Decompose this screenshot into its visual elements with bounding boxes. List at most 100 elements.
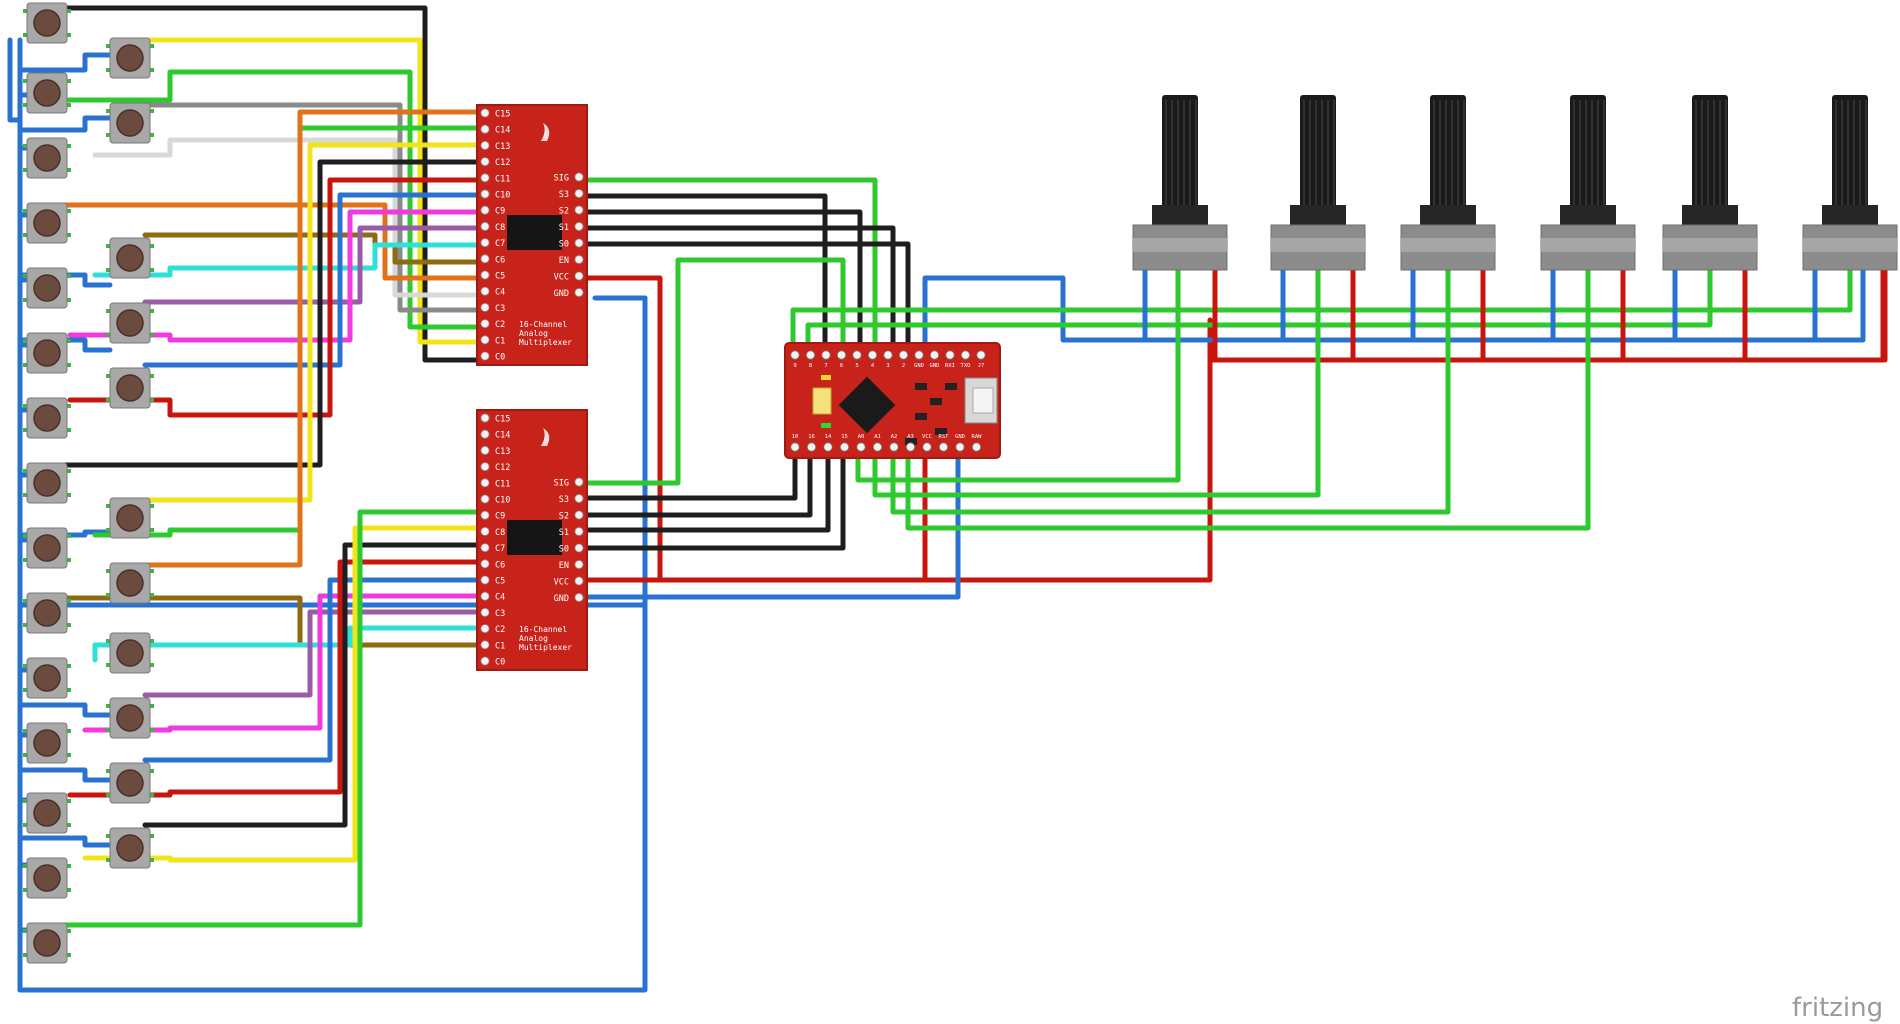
button-cap: [33, 144, 61, 172]
micro-pin-pad: [960, 350, 971, 360]
push-button: [106, 562, 154, 604]
micro-pin-pad: [867, 350, 878, 360]
mux-bottom-c4-wire: [142, 577, 483, 763]
button-pin: [23, 79, 29, 83]
mux-pin-pad: [574, 494, 584, 503]
button-cap: [116, 504, 144, 532]
smd-component: [915, 383, 927, 390]
button-pin: [148, 569, 154, 573]
mux-pin-label: VCC: [554, 273, 569, 283]
sparkfun-flame-icon: [541, 123, 550, 141]
wires: [7, 5, 1888, 993]
mux-pin-label: S2: [559, 512, 569, 522]
mux-pin-label: VCC: [554, 578, 569, 588]
pot-collar: [1822, 205, 1878, 227]
push-button: [23, 137, 71, 179]
button-pin: [65, 664, 71, 668]
button-ground-wire: [17, 702, 113, 718]
mux-pin-label: S1: [559, 223, 569, 233]
button-pin: [148, 793, 154, 797]
push-button: [106, 632, 154, 674]
button-pin: [148, 244, 154, 248]
mux-pin-pad: [574, 222, 584, 231]
push-button: [106, 37, 154, 79]
potentiometer: [1132, 95, 1228, 271]
button-pin: [23, 799, 29, 803]
smd-component: [930, 398, 942, 405]
mux-top-s0-wire: [577, 241, 911, 359]
button-pin: [23, 103, 29, 107]
button-pin: [148, 639, 154, 643]
push-button: [23, 2, 71, 44]
push-button: [106, 497, 154, 539]
mux-pin-pad: [574, 189, 584, 198]
mux-pin-pad: [574, 255, 584, 264]
smd-component: [915, 413, 927, 420]
mux-pin-label: C15: [495, 110, 510, 120]
push-button: [23, 922, 71, 964]
button-cap: [33, 404, 61, 432]
button-cap: [33, 729, 61, 757]
micro-pin-pad: [945, 350, 955, 360]
button-pin: [23, 823, 29, 827]
button-pin: [23, 558, 29, 562]
pot-collar: [1682, 205, 1738, 227]
mux-top-c5-wire: [57, 202, 483, 281]
mux-top-s2-wire: [577, 209, 863, 359]
mux-top-c8-wire: [142, 225, 483, 305]
button-pin: [106, 663, 112, 667]
button-pin: [106, 109, 112, 113]
mux-pin-label: S0: [559, 545, 569, 555]
mux-top-s1-wire: [577, 225, 896, 359]
micro-pin-label: 15: [841, 434, 848, 440]
push-button: [23, 332, 71, 374]
mux-top-c2-wire: [57, 69, 483, 330]
mux-pin-label: C5: [495, 272, 505, 282]
mux-pin-label: C5: [495, 577, 505, 587]
mux-title: Analog: [519, 634, 548, 643]
mux-pin-pad: [480, 478, 490, 488]
mux-chip: [507, 520, 562, 555]
button-pin: [65, 534, 71, 538]
mux-bottom-c6-wire: [142, 542, 483, 828]
mux-bottom-c1-wire: [92, 625, 483, 663]
mux-top-c12-wire: [57, 159, 483, 468]
mux-pin-label: C14: [495, 431, 510, 441]
micro-pin-label: TXO: [961, 363, 971, 369]
button-pin: [23, 534, 29, 538]
micro-pin-pad: [971, 442, 982, 452]
button-pin: [106, 704, 112, 708]
mux-pin-label: S3: [559, 495, 569, 505]
potentiometers: [1132, 95, 1898, 271]
mux-pin-label: EN: [559, 561, 569, 571]
button-pin: [23, 688, 29, 692]
button-pin: [148, 44, 154, 48]
button-pin: [65, 799, 71, 803]
button-pin: [23, 363, 29, 367]
mux-pin-pad: [480, 302, 490, 312]
button-ground-wire: [17, 52, 113, 73]
multiplexer-bottom: C15C14C13C12C11C10C9C8C7C6C5C4C3C2C1C0SI…: [476, 409, 588, 671]
mux-pin-label: C1: [495, 336, 505, 346]
mux-pin-pad: [480, 351, 490, 361]
mux-pin-label: C1: [495, 641, 505, 651]
mux-bottom-c8-wire: [57, 509, 483, 928]
mux-bottom-sig-wire: [577, 257, 846, 486]
button-pin: [65, 729, 71, 733]
button-pin: [65, 469, 71, 473]
mux-pin-label: C14: [495, 126, 510, 136]
push-button: [23, 527, 71, 569]
button-pin: [106, 834, 112, 838]
micro-pin-label: GND: [930, 363, 940, 369]
mux-pin-label: C6: [495, 255, 505, 265]
mux-pin-pad: [480, 640, 490, 650]
mux-pin-label: C11: [495, 479, 510, 489]
button-pin: [65, 363, 71, 367]
mux-pin-label: C13: [495, 447, 510, 457]
mux-pin-pad: [480, 429, 490, 439]
button-pin: [106, 374, 112, 378]
mux-bottom-c0-wire: [57, 595, 483, 648]
micro-pin-label: VCC: [922, 434, 932, 440]
led: [821, 375, 831, 380]
mux-pin-pad: [480, 656, 490, 666]
